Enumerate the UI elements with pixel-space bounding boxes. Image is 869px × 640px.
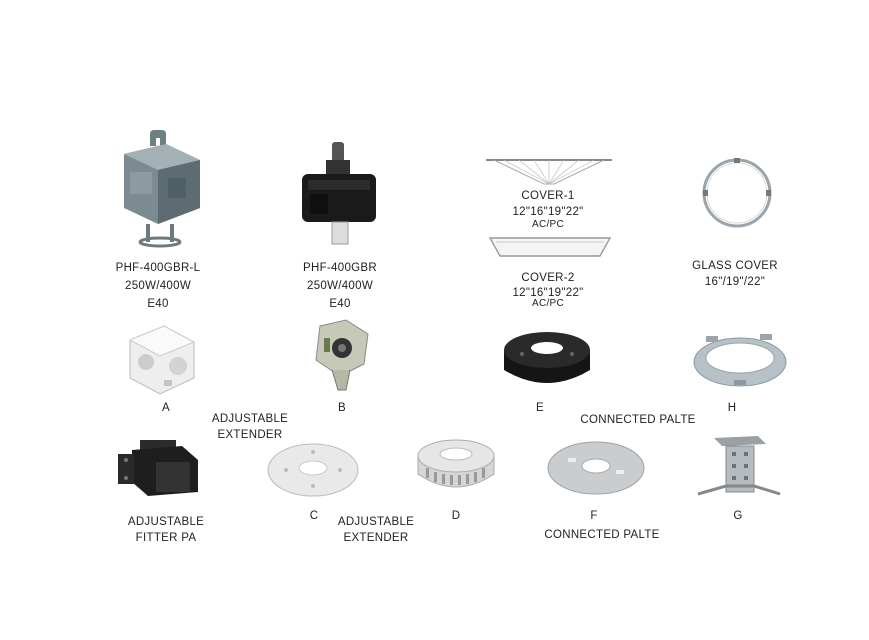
phf-socket: E40	[329, 298, 351, 310]
part-f-label: F	[590, 510, 598, 522]
adjustable-extender-caption-top: ADJUSTABLE EXTENDER	[211, 413, 289, 441]
part-c-image	[266, 440, 360, 498]
part-d-image	[412, 432, 500, 498]
adjustable-fitter-pa-caption: ADJUSTABLE FITTER PA	[127, 516, 205, 544]
part-a-label: A	[162, 402, 170, 414]
part-h-image	[690, 328, 790, 392]
glass-cover-name: GLASS COVER	[692, 260, 778, 272]
part-d-label: D	[451, 510, 461, 522]
cover-2-image	[488, 236, 612, 260]
part-c-label: C	[309, 510, 319, 522]
phf-400gbr-l-fixture-image	[110, 130, 210, 248]
phf-400gbr-fixture-image	[296, 140, 382, 246]
part-g-label: G	[733, 510, 743, 522]
part-g-image	[694, 434, 784, 502]
part-b-label: B	[338, 402, 346, 414]
part-f-image	[546, 440, 646, 496]
part-a-image	[120, 322, 200, 398]
phf-l-model: PHF-400GBR-L	[115, 262, 201, 274]
cover-2-sizes: 12"16"19"22"	[512, 287, 584, 299]
part-e-label: E	[536, 402, 544, 414]
cover-2-material: AC/PC	[531, 298, 565, 309]
glass-cover-image	[700, 156, 774, 230]
cover-1-sizes: 12"16"19"22"	[512, 206, 584, 218]
cover-1-name: COVER-1	[521, 190, 575, 202]
phf-model: PHF-400GBR	[303, 262, 377, 274]
phf-l-power: 250W/400W	[125, 280, 191, 292]
adjustable-extender-caption-bottom: ADJUSTABLE EXTENDER	[337, 516, 415, 544]
part-b-image	[306, 318, 376, 394]
connected-palte-caption-top: CONNECTED PALTE	[580, 414, 696, 426]
phf-power: 250W/400W	[307, 280, 373, 292]
cover-2-name: COVER-2	[521, 272, 575, 284]
phf-l-socket: E40	[147, 298, 169, 310]
connected-palte-caption-bottom: CONNECTED PALTE	[544, 529, 660, 541]
part-e-image	[500, 326, 594, 392]
cover-1-material: AC/PC	[531, 219, 565, 230]
cover-1-image	[484, 154, 614, 188]
glass-cover-sizes: 16"/19"/22"	[704, 276, 766, 288]
adjustable-fitter-pa-image	[112, 438, 202, 502]
part-h-label: H	[727, 402, 737, 414]
